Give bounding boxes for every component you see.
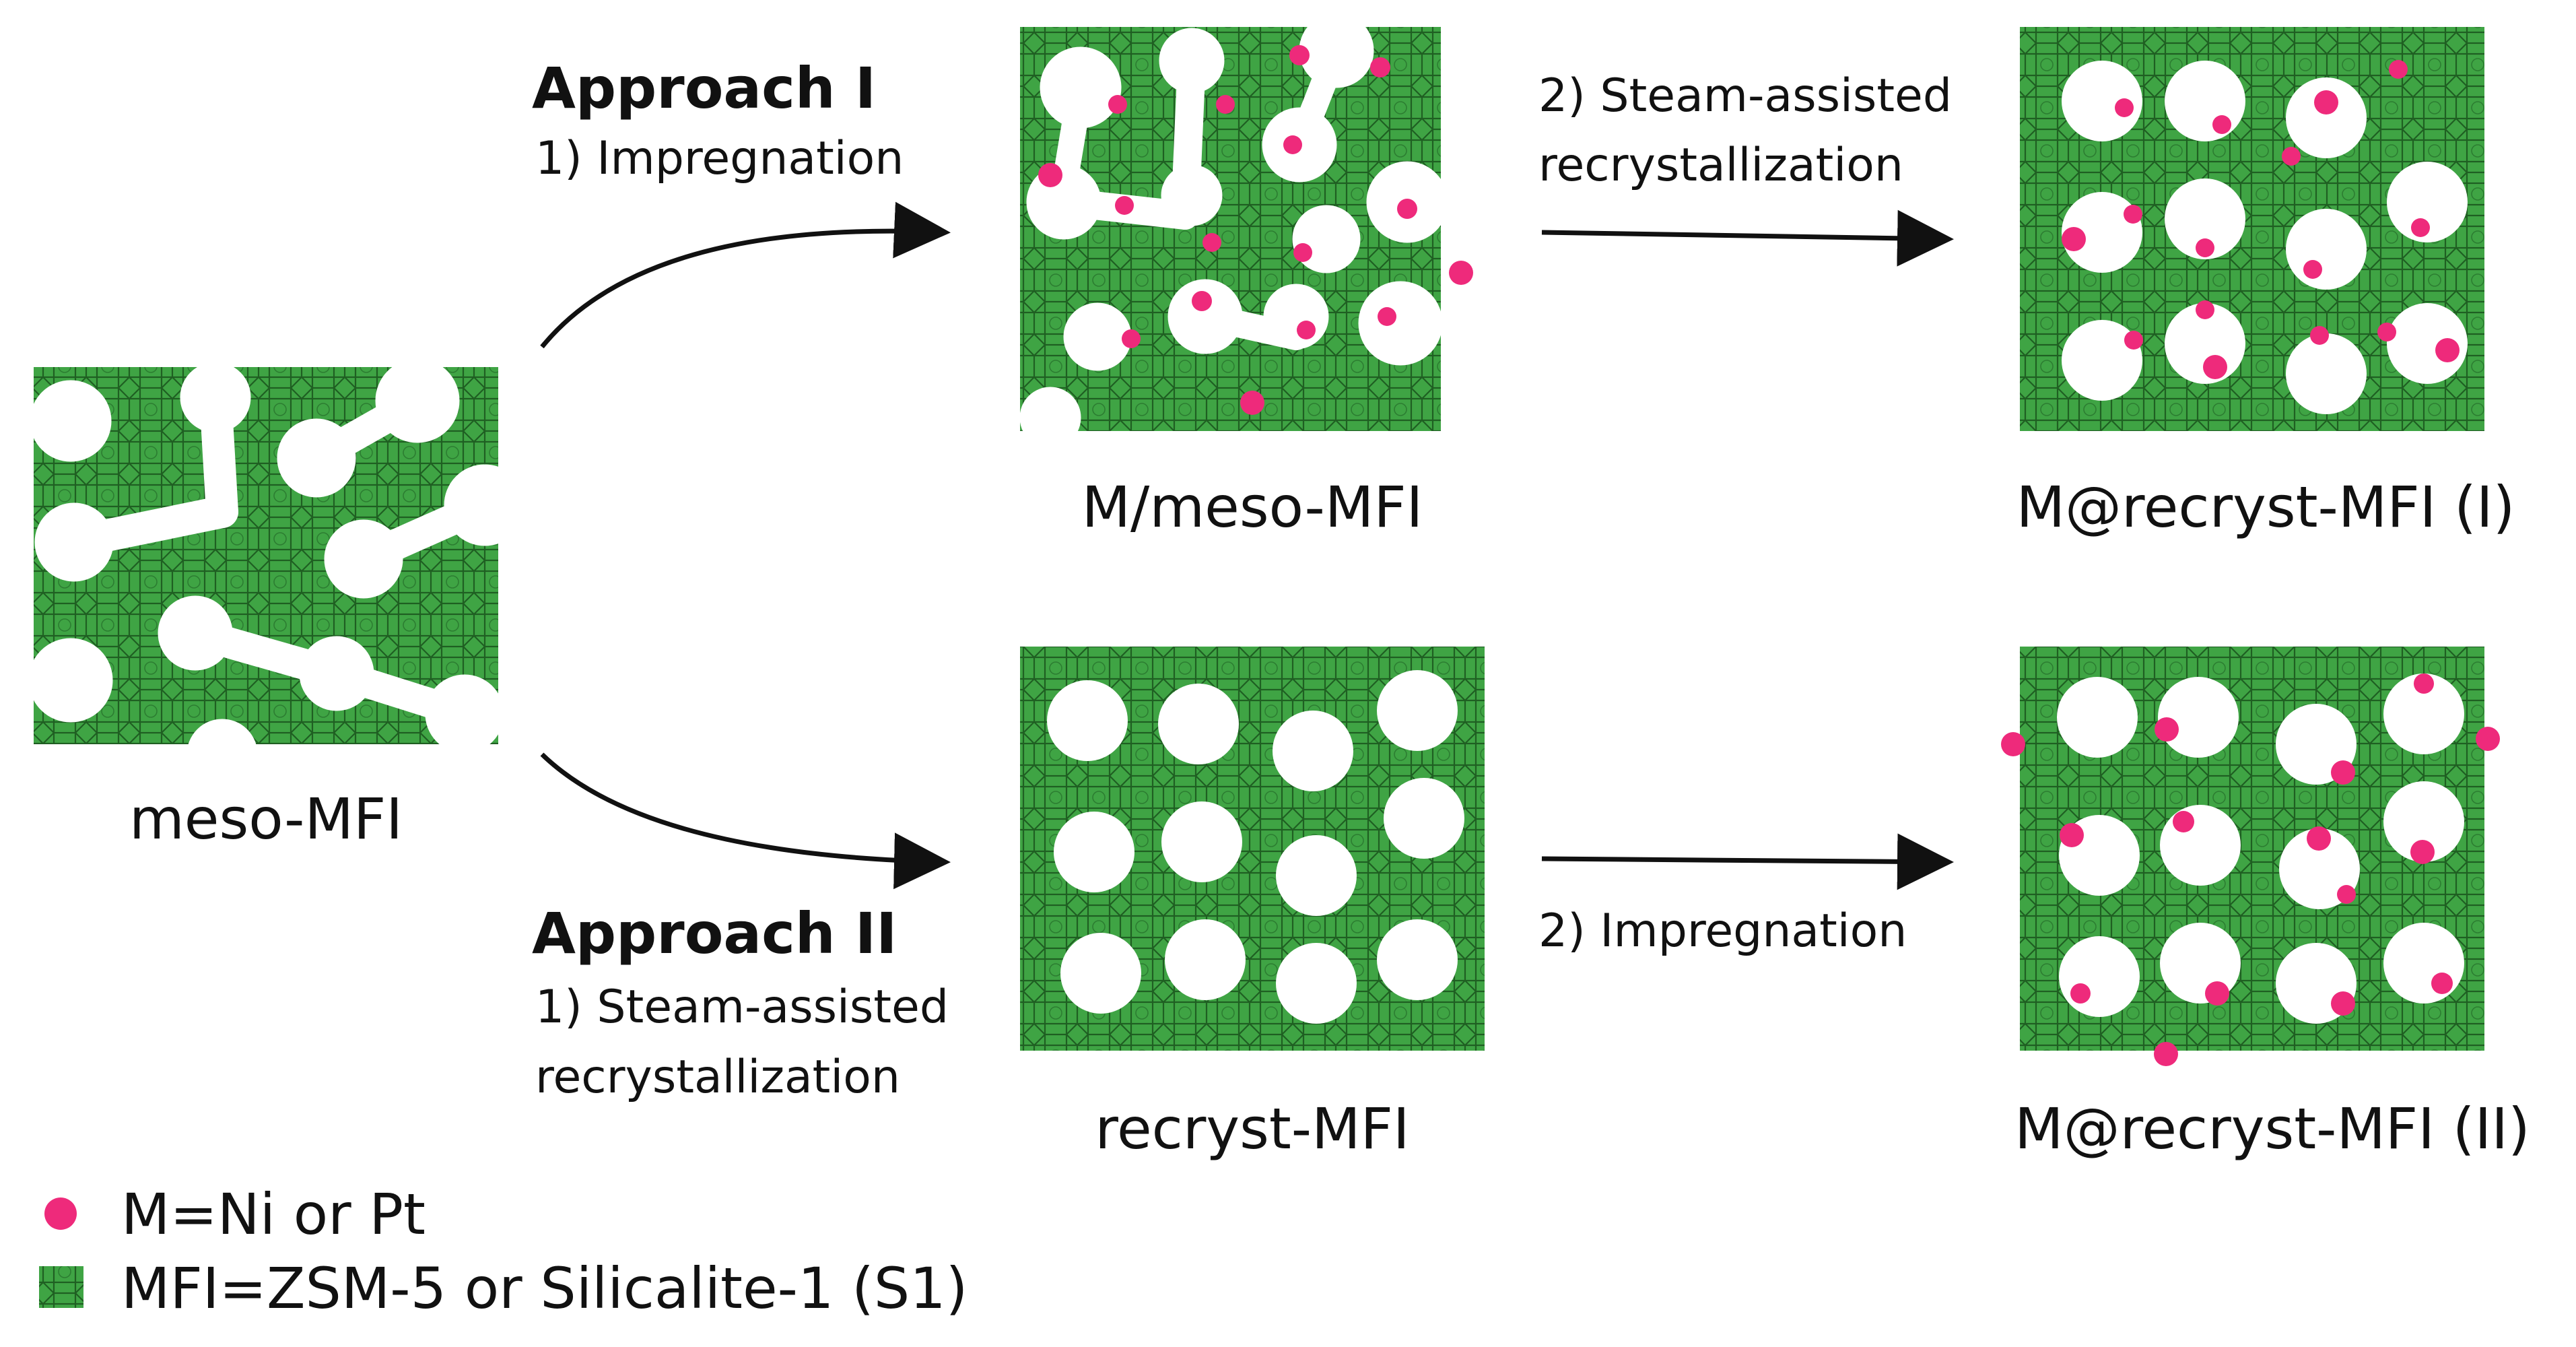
arrow-icon: [540, 201, 951, 349]
recryst-mfi-panel: [1020, 647, 1485, 1051]
legend: M=Ni or Pt MFI=ZSM-5 or Silicalite-1 (S1…: [39, 1181, 968, 1321]
mfi-texture-icon: [39, 1266, 83, 1308]
legend-metal-label: M=Ni or Pt: [121, 1181, 426, 1247]
arrow-icon: [540, 752, 951, 890]
m-recryst-mfi-1-label: M@recryst-MFI (I): [2016, 474, 2515, 540]
m-recryst-mfi-2-label: M@recryst-MFI (II): [2014, 1096, 2530, 1162]
m-recryst-mfi-2-panel: [2001, 647, 2500, 1066]
metal-particle-icon: [2001, 674, 2500, 1066]
m-recryst-mfi-1-panel: [2020, 27, 2484, 431]
approach-1-heading: Approach I: [532, 55, 876, 121]
approach-2-step1-line2: recrystallization: [535, 1051, 900, 1104]
metal-particle-icon: [2062, 60, 2460, 379]
approach-1-step2-line2: recrystallization: [1538, 139, 1903, 192]
arrow-icon: [1541, 833, 1954, 890]
approach-1-step1: 1) Impregnation: [535, 132, 904, 185]
metal-particle-icon: [44, 1197, 77, 1230]
meso-mfi-panel: [34, 367, 498, 744]
recryst-mfi-label: recryst-MFI: [1095, 1096, 1409, 1162]
approach-2-heading: Approach II: [532, 900, 897, 966]
approach-1-step2-line1: 2) Steam-assisted: [1538, 69, 1952, 123]
m-meso-mfi-panel: [1020, 27, 1473, 431]
metal-particle-icon: [1038, 45, 1473, 415]
m-meso-mfi-label: M/meso-MFI: [1082, 474, 1423, 540]
legend-mfi-label: MFI=ZSM-5 or Silicalite-1 (S1): [121, 1255, 968, 1321]
arrow-icon: [1541, 209, 1954, 267]
approach-2-step2: 2) Impregnation: [1538, 905, 1907, 958]
approach-2-step1-line1: 1) Steam-assisted: [535, 981, 949, 1034]
meso-mfi-label: meso-MFI: [129, 786, 403, 852]
